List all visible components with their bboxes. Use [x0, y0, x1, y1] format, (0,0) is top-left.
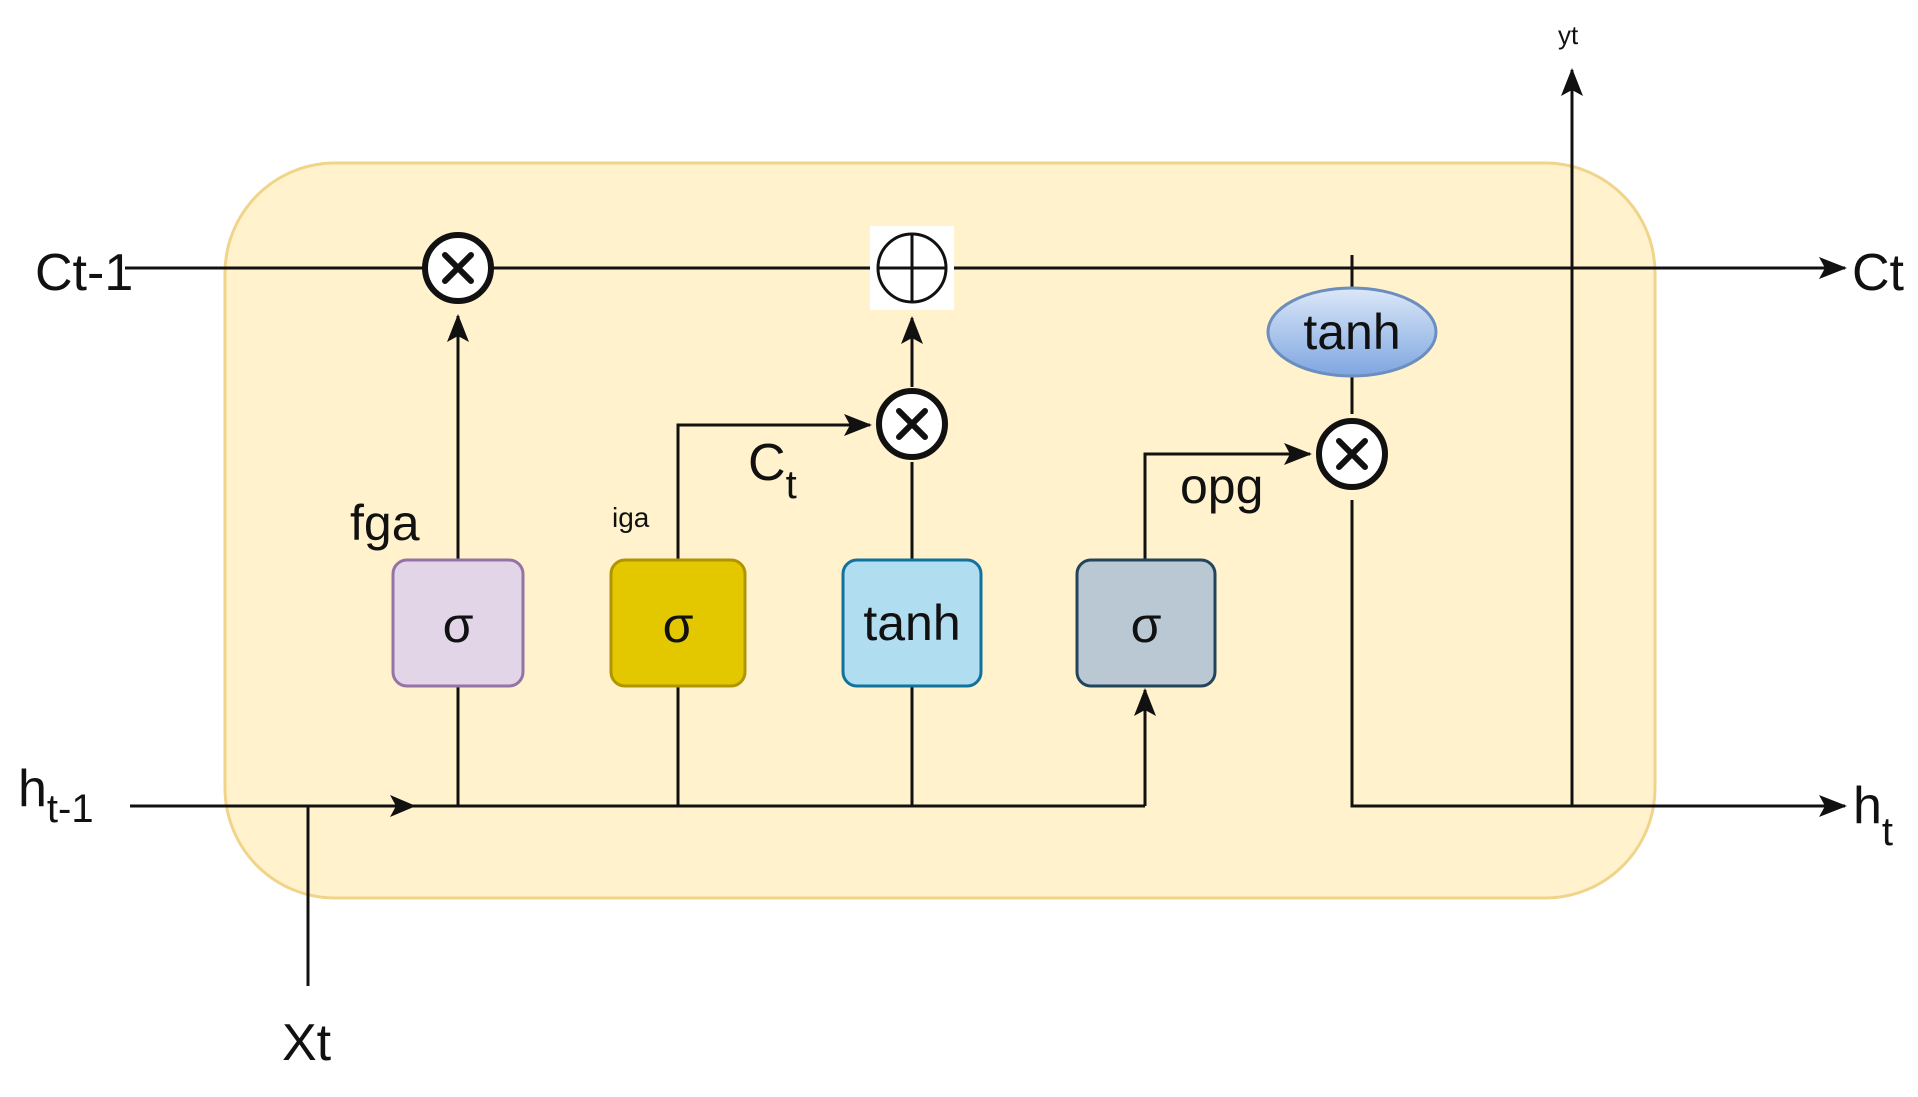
forget-multiply-op [422, 232, 494, 304]
h-prev-main: h [18, 760, 47, 818]
input-gate-box [609, 558, 747, 688]
h-prev-sub: t-1 [47, 787, 94, 831]
output-gate-symbol: σ [1131, 597, 1162, 653]
output-gate-label: opg [1180, 458, 1263, 514]
y-output-label: yt [1558, 20, 1579, 50]
candidate-label: Ct [748, 434, 797, 507]
cell-tanh-symbol: tanh [1303, 304, 1400, 360]
forget-gate-symbol: σ [443, 597, 474, 653]
candidate-main: C [748, 434, 786, 492]
hidden-state-arrow [390, 795, 416, 817]
multiply-icon-stroke-b [442, 252, 474, 284]
cell-add-op [870, 226, 954, 310]
input-gate-label: iga [612, 502, 650, 533]
h-next-sub: t [1882, 810, 1893, 854]
c-next-label: Ct [1852, 244, 1905, 302]
input-gate-symbol: σ [663, 597, 694, 653]
output-gate-box [1075, 558, 1217, 688]
candidate-sub: t [786, 463, 797, 507]
h-next-label: ht [1853, 777, 1893, 854]
input-gate-out-wire [676, 414, 872, 560]
output-multiply-op [1316, 418, 1388, 490]
forget-gate-box [391, 558, 525, 688]
multiply-icon-stroke-b [896, 408, 928, 440]
output-gate-out-wire [1143, 443, 1312, 560]
output-hidden-line [1350, 500, 1847, 817]
candidate-gate: tanh [841, 558, 983, 688]
input-gate: σ [609, 558, 747, 688]
forget-gate-label: fga [350, 495, 420, 551]
input-multiply-op [876, 388, 948, 460]
cell-tanh-oval [1266, 286, 1438, 378]
h-prev-label: ht-1 [18, 760, 94, 831]
candidate-gate-symbol: tanh [863, 595, 960, 651]
candidate-gate-box [841, 558, 983, 688]
multiply-icon-stroke-b [1336, 438, 1368, 470]
x-input-label: Xt [282, 1014, 332, 1072]
cell-tanh: tanh [1266, 286, 1438, 378]
c-prev-label: Ct-1 [35, 244, 133, 302]
h-next-main: h [1853, 777, 1882, 835]
forget-gate: σ [391, 558, 525, 688]
output-gate: σ [1075, 558, 1217, 688]
